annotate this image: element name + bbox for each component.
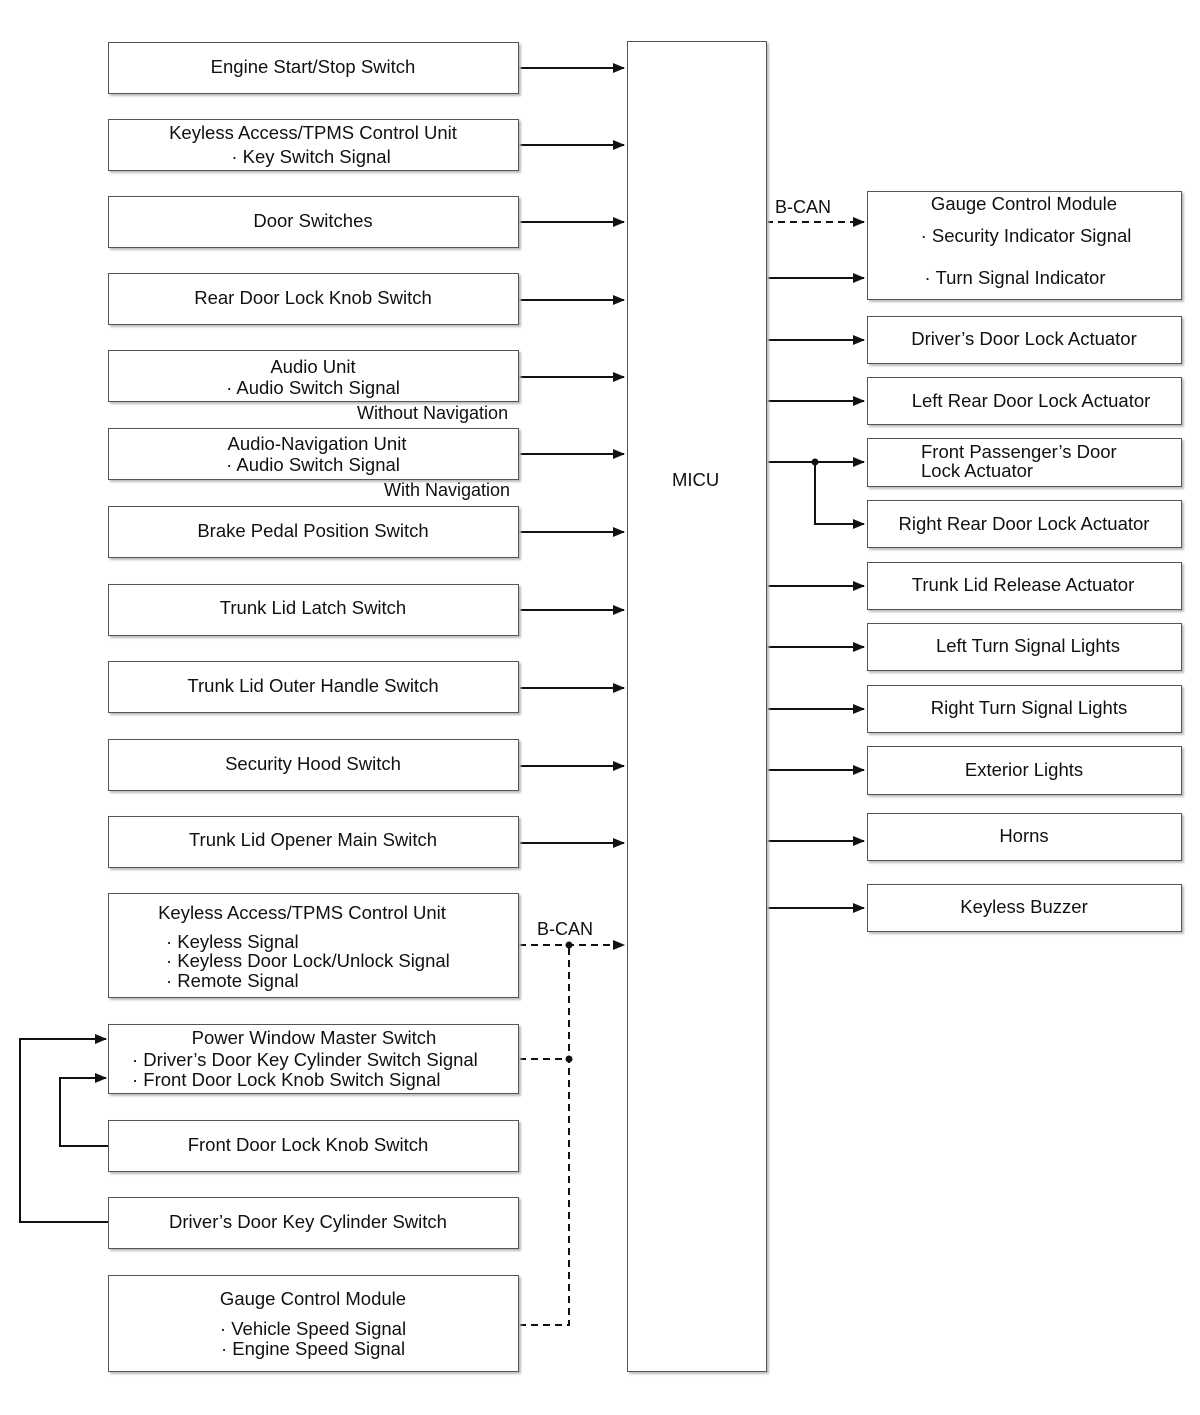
door-switches-label: Door Switches <box>253 210 373 231</box>
key-switch-signal-label: · Key Switch Signal <box>231 146 391 167</box>
security-indicator-signal-label: · Security Indicator Signal <box>920 225 1132 246</box>
gauge-module-out-label: Gauge Control Module <box>930 193 1118 214</box>
trunk-lid-outer-handle-label: Trunk Lid Outer Handle Switch <box>187 675 439 696</box>
output-box <box>867 685 1182 733</box>
keyless-unit-label: Keyless Access/TPMS Control Unit <box>169 122 457 143</box>
output-box <box>867 562 1182 610</box>
output-box <box>867 500 1182 548</box>
input-box <box>108 1120 519 1172</box>
bcan-right-label: B-CAN <box>775 197 832 217</box>
wire-key-cylinder <box>19 1034 109 1223</box>
bcan-gauge-in <box>519 945 570 1326</box>
input-box <box>108 350 519 402</box>
vehicle-speed-signal-label: · Vehicle Speed Signal <box>219 1318 407 1339</box>
input-box <box>108 739 519 791</box>
audio-unit-label: Audio Unit <box>270 356 356 377</box>
driver-door-lock-actuator-label: Driver’s Door Lock Actuator <box>911 328 1137 349</box>
keyless-buzzer-label: Keyless Buzzer <box>960 896 1088 917</box>
input-box <box>108 584 519 636</box>
audio-nav-unit-label: Audio-Navigation Unit <box>227 433 407 454</box>
junction-dot <box>565 941 573 949</box>
junction-dot <box>565 1055 573 1063</box>
exterior-lights-label: Exterior Lights <box>964 759 1084 780</box>
wire-rr-lock <box>814 462 865 529</box>
with-navigation-note: With Navigation <box>384 480 511 500</box>
trunk-opener-main-label: Trunk Lid Opener Main Switch <box>188 829 438 850</box>
keyless-door-lock-signal-label: · Keyless Door Lock/Unlock Signal <box>166 950 450 971</box>
right-turn-signal-lights-label: Right Turn Signal Lights <box>930 697 1128 718</box>
bcan-left-label: B-CAN <box>537 919 594 939</box>
output-box <box>867 438 1182 487</box>
micu-label: MICU <box>672 469 720 490</box>
key-cylinder-signal-label: · Driver’s Door Key Cylinder Switch Sign… <box>132 1049 478 1070</box>
keyless-signal-label: · Keyless Signal <box>166 931 299 952</box>
without-navigation-note: Without Navigation <box>357 403 509 423</box>
driver-key-cylinder-label: Driver’s Door Key Cylinder Switch <box>169 1211 447 1232</box>
input-box <box>108 506 519 558</box>
remote-signal-label: · Remote Signal <box>166 970 299 991</box>
output-box <box>867 191 1182 300</box>
audio-nav-switch-signal-label: · Audio Switch Signal <box>226 454 400 475</box>
input-box <box>108 196 519 248</box>
left-turn-signal-lights-label: Left Turn Signal Lights <box>935 635 1121 656</box>
input-box <box>108 661 519 713</box>
front-passenger-lock-label: Front Passenger’s Door <box>921 441 1117 462</box>
wire-front-knob <box>59 1073 109 1147</box>
output-box <box>867 316 1182 364</box>
rear-door-lock-knob-label: Rear Door Lock Knob Switch <box>194 287 432 308</box>
turn-signal-indicator-label: · Turn Signal Indicator <box>924 267 1106 288</box>
brake-pedal-switch-label: Brake Pedal Position Switch <box>197 520 429 541</box>
input-box <box>108 428 519 480</box>
lock-actuator-label: Lock Actuator <box>921 460 1034 481</box>
input-box <box>108 119 519 171</box>
right-rear-door-lock-actuator-label: Right Rear Door Lock Actuator <box>898 513 1150 534</box>
input-box <box>108 1024 519 1094</box>
input-box <box>108 42 519 94</box>
security-hood-switch-label: Security Hood Switch <box>225 753 401 774</box>
output-box <box>867 813 1182 861</box>
micu-box <box>627 41 767 1372</box>
input-box <box>108 893 519 998</box>
keyless-unit-can-label: Keyless Access/TPMS Control Unit <box>158 902 446 923</box>
pw-master-switch-label: Power Window Master Switch <box>191 1027 437 1048</box>
trunk-lid-latch-label: Trunk Lid Latch Switch <box>219 597 407 618</box>
audio-switch-signal-label: · Audio Switch Signal <box>226 377 400 398</box>
left-rear-door-lock-actuator-label: Left Rear Door Lock Actuator <box>911 390 1151 411</box>
input-box <box>108 1197 519 1249</box>
input-box <box>108 273 519 325</box>
output-box <box>867 884 1182 932</box>
output-box <box>867 623 1182 671</box>
trunk-lid-release-actuator-label: Trunk Lid Release Actuator <box>911 574 1135 595</box>
junction-dot <box>811 458 819 466</box>
front-knob-signal-label: · Front Door Lock Knob Switch Signal <box>132 1069 441 1090</box>
output-box <box>867 377 1182 425</box>
output-box <box>867 746 1182 795</box>
engine-start-switch-label: Engine Start/Stop Switch <box>210 56 416 77</box>
front-door-lock-knob-label: Front Door Lock Knob Switch <box>187 1134 429 1155</box>
gauge-module-in-label: Gauge Control Module <box>219 1288 407 1309</box>
input-box <box>108 1275 519 1372</box>
engine-speed-signal-label: · Engine Speed Signal <box>220 1338 406 1359</box>
horns-label: Horns <box>999 825 1049 846</box>
input-box <box>108 816 519 868</box>
